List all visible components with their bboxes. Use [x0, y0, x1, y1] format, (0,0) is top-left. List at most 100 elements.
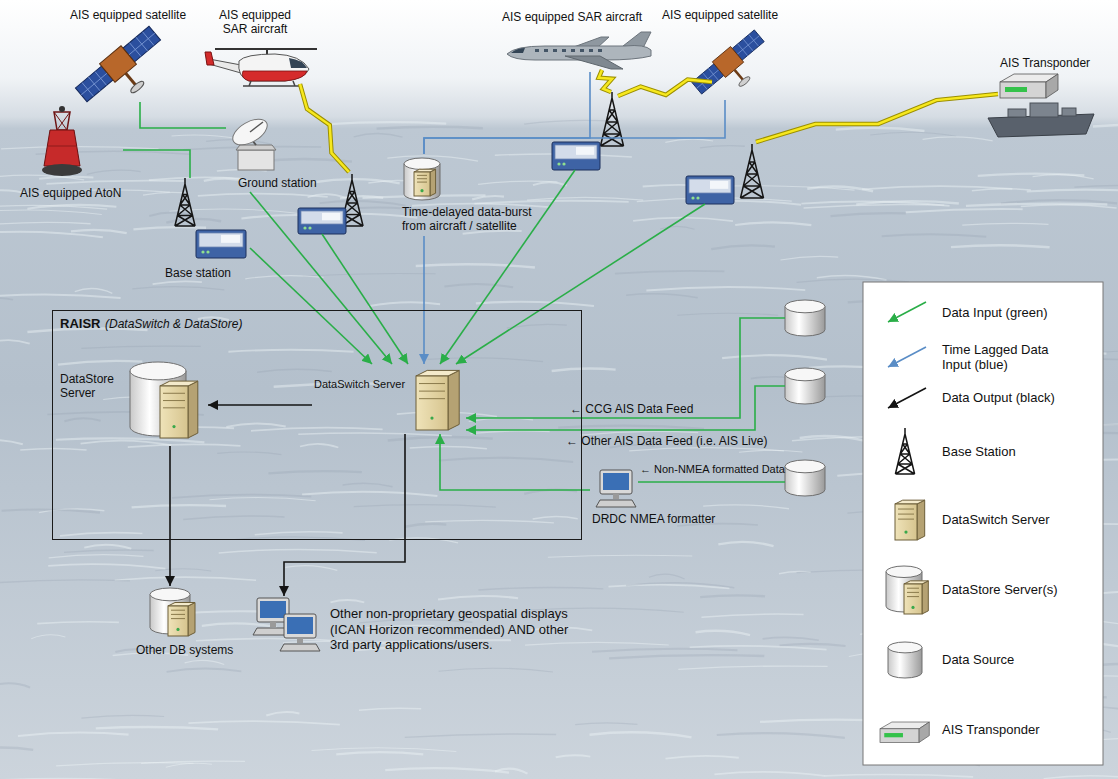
server-icon: [907, 596, 919, 597]
ground-station-dish: [236, 145, 276, 150]
sea-waves: [882, 234, 986, 237]
data-flow-connector: [169, 446, 171, 586]
sea-waves: [700, 146, 745, 148]
sea-waves: [153, 281, 202, 284]
sea-waves: [132, 287, 224, 290]
sea-waves: [368, 180, 409, 183]
base-station-unit: [557, 162, 560, 165]
node-label: AIS equipped AtoN: [20, 186, 121, 200]
aircraft-icon: [544, 49, 548, 52]
ship-icon: [1062, 108, 1076, 116]
data-flow-connector: [424, 100, 725, 154]
sea-waves: [1102, 590, 1118, 593]
display-node: Other non-proprietary geospatial display…: [251, 596, 584, 655]
aton-node: AIS equipped AtoN: [18, 104, 123, 202]
base-station-tower: [740, 144, 763, 198]
computer-icon: [600, 470, 632, 494]
node-label: Other DB systems: [136, 643, 233, 657]
server-icon: [160, 381, 198, 386]
radio-link: [618, 80, 712, 96]
aircraft-icon: [562, 49, 566, 52]
base-station-unit: [221, 235, 240, 243]
server-icon: [420, 189, 423, 192]
aircraft-icon: [580, 49, 584, 52]
ais-transponder-icon: [880, 722, 929, 742]
legend-label: Time Lagged Data Input (blue): [942, 342, 1067, 373]
sea-waves: [780, 256, 838, 260]
sea-waves: [46, 181, 185, 184]
radio-link: [300, 84, 349, 172]
data-source-cylinder: [888, 642, 922, 653]
helicopter-icon: [289, 58, 307, 68]
base-station-unit: [552, 142, 600, 170]
satellite-node: AIS equipped satellite: [660, 6, 780, 100]
sea-waves: [735, 222, 811, 225]
sea-waves: [209, 498, 315, 501]
sea-waves: [696, 631, 750, 635]
sea-waves: [143, 192, 188, 195]
radio-link: [756, 94, 998, 142]
computer-icon: [260, 601, 286, 618]
sea-waves: [389, 538, 458, 543]
sea-waves: [0, 120, 1118, 779]
sea-waves: [548, 555, 692, 557]
sea-waves: [703, 505, 789, 509]
sea-waves: [56, 438, 205, 442]
base-station-unit: [298, 208, 346, 234]
base-station-unit: [552, 142, 600, 170]
server-icon: [904, 530, 907, 533]
data-flow-line: [638, 482, 785, 483]
sea-waves: [115, 577, 256, 580]
sea-waves: [739, 450, 803, 452]
node-label: AIS equipped SAR aircraft: [211, 8, 299, 37]
sea-waves: [308, 194, 347, 198]
sea-waves: [831, 213, 906, 216]
ship-icon: [1030, 103, 1058, 117]
sea-waves: [64, 418, 100, 421]
ais-transponder-icon: [884, 733, 903, 737]
sea-waves: [558, 426, 704, 429]
sea-waves: [87, 170, 141, 174]
boundary-title: RAISR: [60, 316, 100, 332]
sea-waves: [444, 284, 513, 287]
helicopter-node: AIS equipped SAR aircraft: [203, 6, 325, 89]
ship-icon: [988, 103, 1094, 137]
satellite-icon: [690, 28, 777, 110]
server-icon: [448, 370, 459, 430]
sea-waves: [590, 732, 692, 737]
server-icon: [168, 603, 195, 607]
satellite-icon: [712, 47, 743, 78]
base-station-node: Base station: [163, 178, 250, 282]
node-label: Ground station: [238, 176, 317, 190]
sea-waves: [405, 734, 556, 737]
helicopter-icon: [205, 49, 317, 86]
sea-waves: [128, 444, 241, 447]
sea-waves: [219, 550, 377, 553]
sea-waves: [649, 574, 685, 579]
computer-icon: [596, 500, 636, 507]
data-source-cylinder: [785, 368, 825, 381]
sea-waves: [470, 431, 549, 434]
sea-waves: [0, 222, 91, 224]
sea-waves: [1093, 124, 1118, 126]
satellite-icon: [81, 73, 107, 95]
sea-waves: [478, 587, 603, 590]
aton-buoy: [59, 106, 65, 112]
sea-waves: [701, 614, 803, 617]
sea-waves: [527, 197, 643, 200]
sea-waves: [439, 668, 553, 672]
sea-waves: [405, 524, 446, 527]
sea-waves: [1103, 663, 1118, 665]
sea-waves: [552, 369, 616, 371]
sea-waves: [533, 516, 578, 519]
radio-link: [618, 80, 712, 96]
sea-waves: [0, 298, 13, 302]
base-station-unit: [686, 176, 734, 204]
sea-waves: [343, 483, 393, 486]
ship-icon: [1008, 109, 1026, 117]
node-label: DataSwitch Server: [314, 378, 405, 391]
sea-waves: [251, 428, 383, 431]
aton-buoy: [44, 130, 80, 166]
base-station-unit: [696, 196, 699, 199]
sea-waves: [856, 201, 959, 204]
